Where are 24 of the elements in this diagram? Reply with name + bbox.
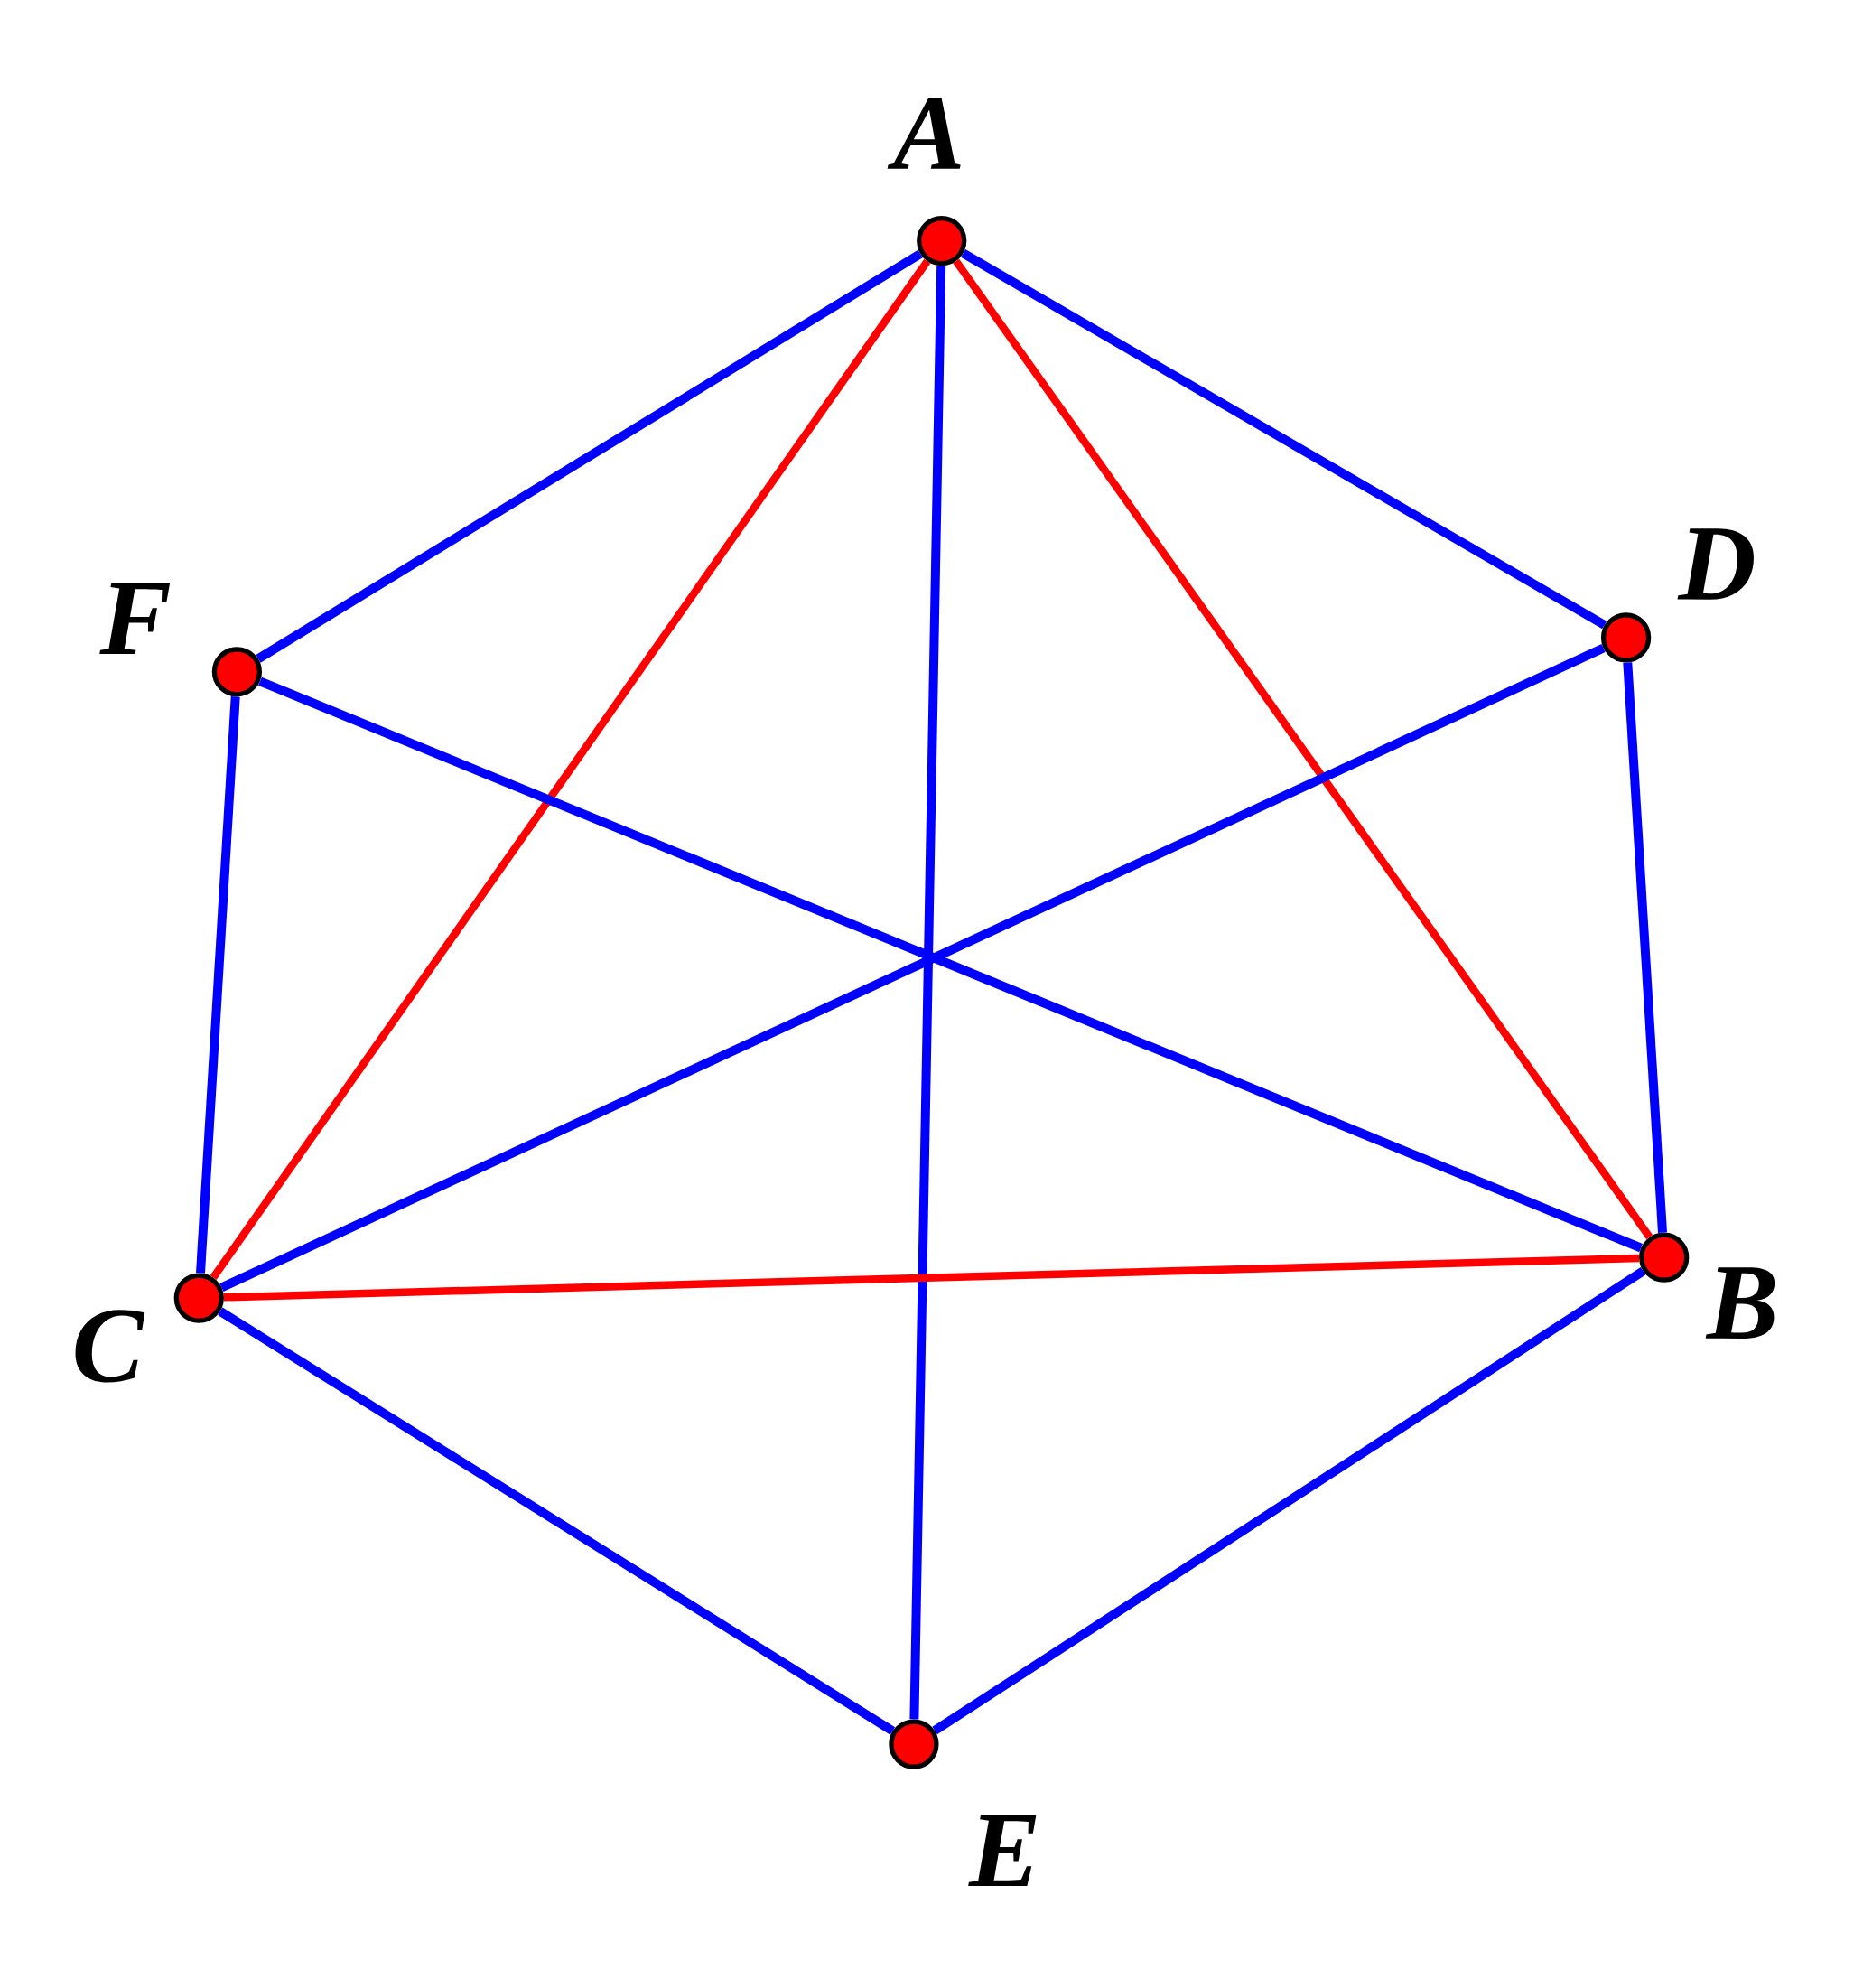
line-segment [953, 258, 1653, 1240]
point: E [889, 1719, 1037, 1887]
point: A [887, 97, 967, 266]
node-label: F [99, 583, 171, 655]
line-segment [961, 249, 1607, 630]
line-segment [1623, 662, 1667, 1233]
point: C [75, 1273, 224, 1383]
node-label: A [887, 97, 961, 169]
node-label: E [968, 1815, 1037, 1887]
point: F [99, 583, 263, 697]
line-segment [256, 249, 923, 663]
line-segment [258, 677, 1644, 1253]
line-segment [223, 1254, 1640, 1302]
line-segment [218, 1307, 896, 1735]
line-segment [210, 258, 931, 1280]
point: B [1639, 1232, 1775, 1339]
node-label: C [75, 1310, 145, 1383]
node-label: B [1705, 1267, 1775, 1339]
node-label: D [1677, 528, 1754, 600]
line-segment [909, 266, 946, 1720]
point: D [1600, 528, 1754, 663]
line-segment [195, 696, 240, 1274]
line-segment [219, 643, 1606, 1293]
line-segment [932, 1267, 1646, 1735]
